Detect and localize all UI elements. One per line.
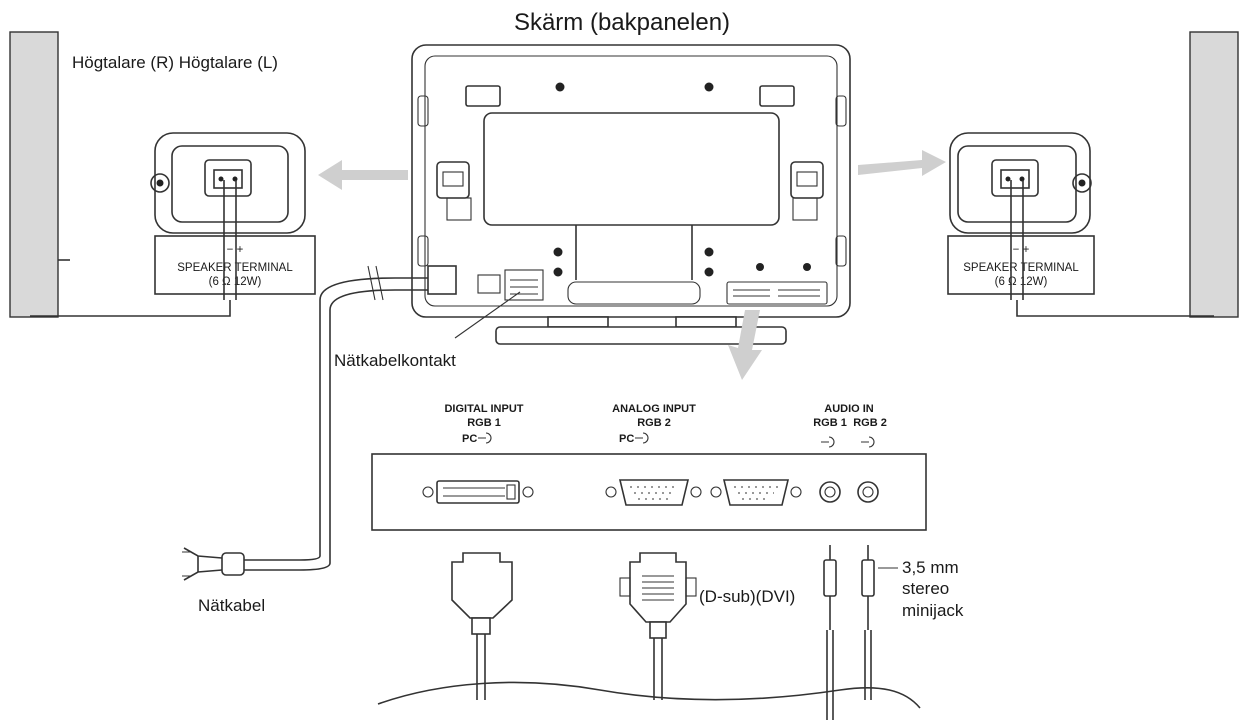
arrow-down-icon (728, 310, 762, 380)
input-icon (478, 432, 492, 444)
monitor-back-panel (411, 44, 851, 345)
right-terminal-name: SPEAKER TERMINAL (963, 262, 1079, 274)
digital-input-rgb-label: RGB 1 (467, 417, 501, 429)
power-plug-icon (182, 547, 245, 581)
audio-in-rgb1-label: RGB 1 (813, 417, 847, 429)
audio-cable-2 (861, 545, 875, 700)
input-panel (371, 453, 927, 531)
diagram-title: Skärm (bakpanelen) (514, 9, 730, 36)
right-speaker: − + SPEAKER TERMINAL (6 Ω 12W) (947, 31, 1239, 318)
audio-in-label: AUDIO IN (824, 403, 874, 415)
power-cord (240, 277, 432, 571)
left-speaker-cabinet (9, 31, 59, 318)
input-icon (821, 436, 875, 448)
left-terminal-label-box (154, 235, 316, 295)
audio-jack-rgb2 (857, 481, 879, 503)
dvi-cable-connector (451, 552, 513, 700)
vga-cable-connector (619, 552, 697, 700)
audio-jack-rgb1 (819, 481, 841, 503)
vga-port-1 (605, 479, 702, 506)
left-terminal-rating: (6 Ω 12W) (209, 276, 262, 288)
right-speaker-cabinet (1189, 31, 1239, 318)
right-terminal-rating: (6 Ω 12W) (995, 276, 1048, 288)
power-cable-label: Nätkabel (198, 596, 265, 615)
audio-in-rgb2-label: RGB 2 (853, 417, 887, 429)
vga-port-2 (710, 479, 802, 506)
input-icon (635, 432, 649, 444)
analog-input-rgb-label: RGB 2 (637, 417, 671, 429)
dvi-port (422, 480, 534, 504)
minijack-line2: stereo (902, 579, 949, 598)
left-speaker: − + SPEAKER TERMINAL (6 Ω 12W) (9, 31, 316, 318)
analog-input-pc-label: PC (619, 433, 634, 445)
left-terminal-polarity: − + (227, 244, 244, 256)
analog-input-label: ANALOG INPUT (612, 403, 696, 415)
right-terminal-label-box (947, 235, 1095, 295)
minijack-line1: 3,5 mm (902, 558, 959, 577)
audio-cable-1 (823, 545, 837, 720)
power-connector-label: Nätkabelkontakt (334, 351, 456, 370)
arrow-right-icon (858, 150, 946, 176)
digital-input-label: DIGITAL INPUT (444, 403, 523, 415)
cable-types-label: (D-sub)(DVI) (699, 587, 795, 606)
arrow-left-icon (318, 160, 408, 190)
minijack-line3: minijack (902, 601, 964, 620)
digital-input-pc-label: PC (462, 433, 477, 445)
right-terminal-polarity: − + (1013, 244, 1030, 256)
speakers-label: Högtalare (R) Högtalare (L) (72, 53, 278, 72)
cut-line (377, 681, 921, 709)
